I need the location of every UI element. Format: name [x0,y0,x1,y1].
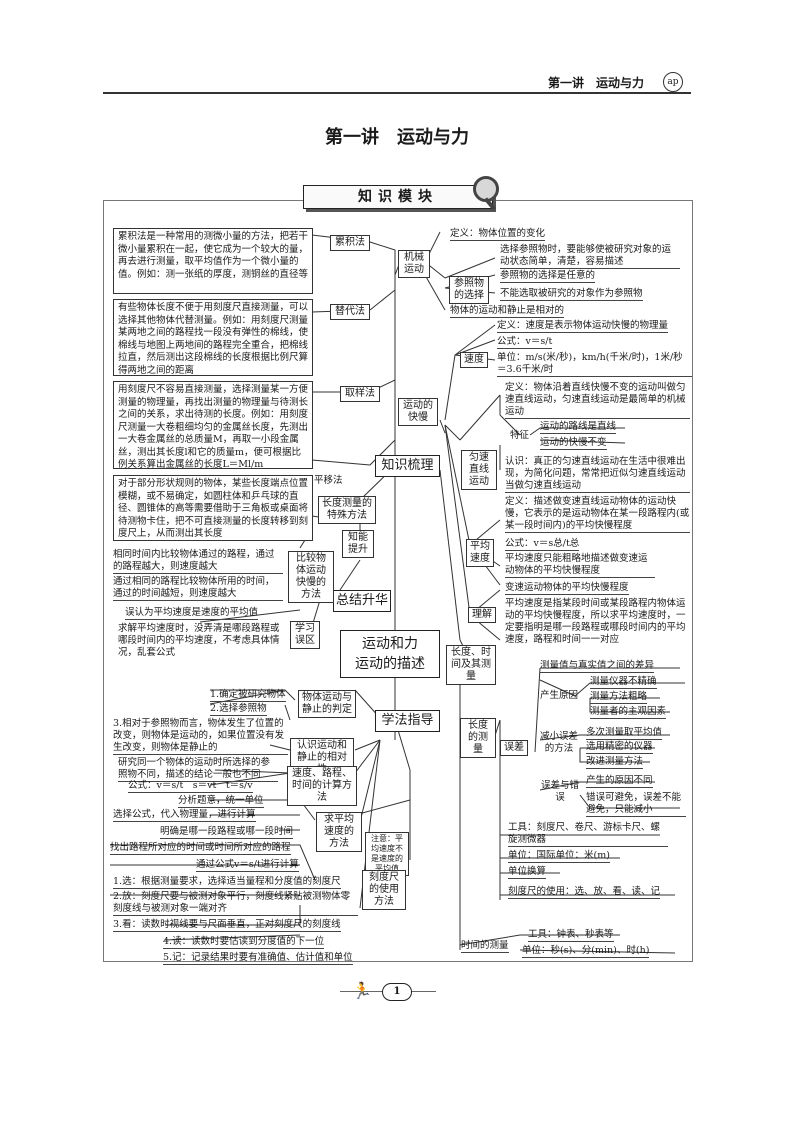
cause-3: 测量者的主观因素 [590,706,667,719]
mech-definition: 定义：物体位置的变化 [450,228,546,241]
mech-motion-tag: 机械运动 [398,250,430,278]
header-title: 第一讲 运动与力 [547,76,644,90]
accumulate-desc: 累积法是一种常用的测微小量的方法，把若干微小量累积在一起，使它成为一个较大的量，… [113,228,313,294]
avg-method-tag: 求平均速度的方法 [316,812,362,852]
calc-step-1: 分析题意，统一单位 [178,795,264,808]
ruler-step-4: 4.读：读数时要估读到分度值的下一位 [163,936,325,949]
special-method-tag: 长度测量的特殊方法 [318,496,376,524]
time-tools: 工具：钟表、秒表等 [528,929,614,942]
length-measure-tag: 长度的测量 [460,718,496,758]
ruler-step-2: 2.放：刻度尺要与被测对象平行，刻度线紧贴被测物体零刻度线与被测对象一端对齐 [113,891,358,916]
mistake-tag: 误差与错误 [540,780,579,803]
ruler-step-5: 5.记：记录结果时要有准确值、估计值和单位 [163,952,353,965]
ref-judge-tag: 物体运动与静止的判定 [298,690,356,718]
ref-rule-1: 选择参照物时，要能够使被研究对象的运动状态简单，清楚，容易描述 [500,244,680,269]
accumulate-tag: 累积法 [330,235,370,251]
method-node: 学法指导 [375,710,440,732]
compare-method-tag: 比较物体运动快慢的方法 [288,551,334,603]
reduce-2: 选用精密的仪器 [586,741,653,754]
ruler-step-1: 1.选：根据测量要求，选择适当量程和分度值的刻度尺 [113,876,341,889]
time-measure-tag: 时间的测量 [461,940,509,953]
ref-step-1: 1.确定被研究物体 [210,689,286,702]
reduce-3: 改进测量方法 [586,756,644,769]
ref-rule-2: 参照物的选择是任意的 [500,270,596,283]
feature-tag: 特征 [510,430,530,441]
page-number: 1 [382,983,412,1001]
page-title: 第一讲 运动与力 [325,127,469,148]
calc-step-2: 选择公式，代入物理量，进行计算 [113,809,256,822]
avg-note-tag: 注意：平均速度不是速度的平均值 [365,832,409,876]
ruler-usage: 刻度尺的使用：选、放、看、读、记 [508,886,661,899]
shift-desc: 对于部分形状规则的物体，某些长度端点位置模糊，或不易确定，如圆柱体和乒乓球的直径… [113,475,313,541]
ref-step-3: 3.相对于参照物而言，物体发生了位置的改变，则物体是运动的，如果位置没有发生改变… [113,718,288,755]
misread-avg: 误认为平均速度是速度的平均值 [125,607,259,620]
speed-formula: 公式：v＝s/t [497,336,553,349]
compare-by-time: 通过相同的路程比较物体所用的时间，通过的时间越短，则速度越大 [113,576,283,601]
compare-by-distance: 相同时间内比较物体通过的路程，通过的路程越大，则速度越大 [113,549,283,574]
error-tag: 误差 [500,740,528,756]
header-divider [103,92,691,94]
speed-group-tag: 运动的快慢 [398,398,438,426]
length-time-tag: 长度、时间及其测量 [446,645,496,685]
speed-definition: 定义：速度是表示物体运动快慢的物理量 [497,320,669,333]
substitute-tag: 替代法 [330,304,370,320]
understanding-2: 平均速度是指某段时间或某段路程内物体运动的平均快慢程度，所以求平均速度时，一定要… [505,598,686,645]
ruler-step-3: 3.看：读数时视线要与尺面垂直，正对刻度尺的刻度线 [113,919,341,932]
runner-icon: 🏃 [352,981,372,1000]
avg-step-1: 明确是哪一段路程或哪一段时间 [160,826,294,839]
upgrade-tag: 知能提升 [342,530,374,558]
error-definition: 测量值与真实值之间的差异 [540,660,655,673]
sample-tag: 取样法 [340,386,380,402]
reduce-tag: 减小误差的方法 [539,731,578,754]
time-unit: 单位：秒(s)、分(min)、时(h) [522,945,650,958]
feature-straight: 运动的路线是直线 [540,421,617,434]
cause-tag: 产生原因 [540,690,579,701]
misread-formula: 求解平均速度时，没弄清是哪段路程或哪段时间内的平均速度，不考虑具体情况，乱套公式 [118,623,280,658]
mistake-1: 产生的原因不同 [586,775,653,788]
speed-formula-set: 公式：v＝s/t s＝vt t＝s/v [128,780,253,793]
substitute-desc: 有些物体长度不便于用刻度尺直接测量，可以选择其他物体代替测量。例如：用刻度尺测量… [113,299,313,376]
length-unit: 单位：国际单位：米(m) [508,850,610,863]
misread-tag: 学习误区 [290,621,320,649]
relativity-desc: 研究同一个物体的运动时所选择的参照物不同，描述的结论一般也不同 [118,757,278,782]
understanding-tag: 理解 [468,607,496,623]
uniform-definition: 定义：物体沿着直线快慢不变的运动叫做匀速直线运动，匀速直线运动是最简单的机械运动 [505,382,690,419]
reduce-1: 多次测量取平均值 [586,727,663,740]
ruler-use-tag: 刻度尺的使用方法 [362,870,406,910]
cause-2: 测量方法粗略 [590,691,648,704]
avg-step-2: 找出路程所对应的时间或时间所对应的路程 [110,842,291,855]
ref-step-2: 2.选择参照物 [210,703,267,716]
speed-unit: 单位：m/s(米/秒)，km/h(千米/时)，1米/秒＝3.6千米/时 [497,352,692,377]
summary-node: 总结升华 [333,590,391,612]
avg-speed-formula: 公式：v＝s总/t总 [505,538,580,551]
understanding-1: 变速运动物体的平均快慢程度 [505,582,629,595]
section-banner: 知识模块 [303,185,493,209]
calc-method-tag: 速度、路程、时间的计算方法 [287,766,357,806]
shift-tag: 平移法 [314,475,343,486]
avg-speed-tag: 平均速度 [466,539,494,567]
avg-speed-note: 平均速度只能粗略地描述做变速运动物体的平均快慢程度 [505,553,655,578]
motion-relative: 物体的运动和静止是相对的 [450,305,565,318]
uniform-motion-tag: 匀速直线运动 [461,450,497,490]
unit-conversion: 单位换算 [508,866,547,879]
header-logo-icon: ap [663,72,683,92]
speed-tag: 速度 [460,352,488,368]
length-tools: 工具：刻度尺、卷尺、游标卡尺、螺旋测微器 [508,822,668,847]
cause-1: 测量仪器不精确 [590,676,657,689]
uniform-understanding: 认识：真正的匀速直线运动在生活中很难出现，为简化问题，常常把近似匀速直线运动当做… [505,456,690,493]
feature-constant: 运动的快慢不变 [540,437,607,450]
ref-rule-3: 不能选取被研究的对象作为参照物 [500,288,643,301]
main-topic-node: 运动和力 运动的描述 [340,630,440,678]
ref-choice-tag: 参照物的选择 [449,276,489,304]
avg-step-3: 通过公式v＝s/t进行计算 [196,859,299,872]
knowledge-node: 知识梳理 [375,455,440,477]
mistake-2: 错误可避免，误差不能避免，只能减小 [586,792,686,817]
sample-desc: 用刻度尺不容易直接测量，选择测量某一方便测量的物理量，再找出测量的物理量与待测长… [113,381,313,470]
avg-speed-definition: 定义：描述做变速直线运动物体的运动快慢，它表示的是运动物体在某一段路程内(或某一… [505,496,690,533]
